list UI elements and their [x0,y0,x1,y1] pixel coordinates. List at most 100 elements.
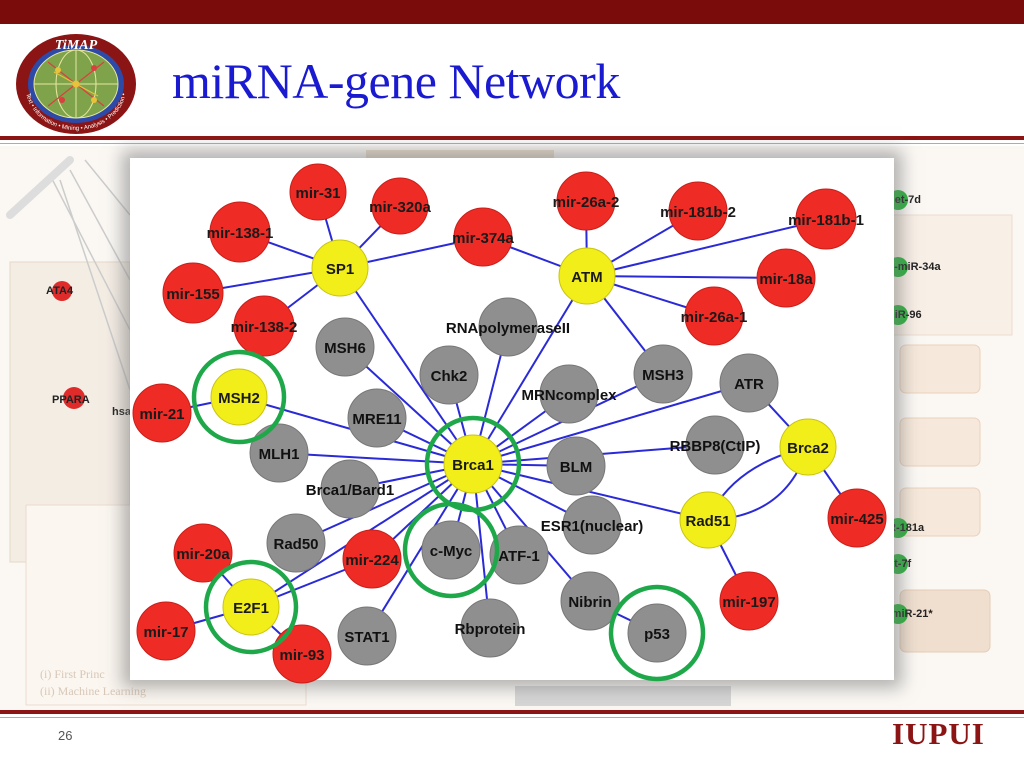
logo-name: TiMAP [55,38,98,53]
iupui-logo: IUPUI [892,716,985,751]
highlight-ring-msh2 [191,349,287,445]
node-circle [633,344,693,404]
node-mir-197: mir-197 [719,571,779,631]
node-label: ESR1(nuclear) [541,518,644,535]
node-circle [489,525,549,585]
node-circle [266,513,326,573]
network-edge [339,267,474,465]
node-nibrin: Nibrin [560,571,620,631]
bg-node-label: -let-7d [888,194,921,206]
node-brca2: Brca2 [779,418,837,476]
node-label: ATR [734,376,764,393]
network-edge [366,463,474,637]
title-divider-thin [0,143,1024,144]
node-mrncomplex: MRNcomplex [521,364,617,424]
node-circle [421,520,481,580]
node-circle [419,345,479,405]
node-mir-425: mir-425 [827,488,887,548]
network-edge [586,275,787,279]
node-label: mir-138-2 [231,319,298,336]
node-circle [827,488,887,548]
node-label: BLM [560,459,593,476]
node-circle [478,297,538,357]
node-label: ATF-1 [498,548,539,565]
node-atm: ATM [558,247,616,305]
node-label: MSH3 [642,367,684,384]
bg-node-label: hsa [112,406,131,418]
node-msh3: MSH3 [633,344,693,404]
node-circle [627,603,687,663]
node-mir-374a: mir-374a [452,207,515,267]
node-rad50: Rad50 [266,513,326,573]
node-label: mir-21 [139,406,184,423]
node-label: mir-425 [830,511,883,528]
node-chk2: Chk2 [419,345,479,405]
node-circle [289,163,347,221]
node-circle [210,368,268,426]
node-circle [558,247,616,305]
node-circle [347,388,407,448]
node-circle [684,286,744,346]
node-label: mir-26a-2 [553,194,620,211]
title-divider [0,136,1024,140]
node-blm: BLM [546,436,606,496]
node-circle [668,181,728,241]
node-rbprotein: Rbprotein [455,598,525,658]
node-circle [233,295,295,357]
node-mir-17: mir-17 [136,601,196,661]
node-label: mir-155 [166,286,219,303]
node-esr1: ESR1(nuclear) [541,495,644,555]
node-mir-18a: mir-18a [756,248,816,308]
node-circle [132,383,192,443]
node-circle [679,491,737,549]
bg-node-label: ATA4 [46,285,74,297]
node-e2f1: E2F1 [222,578,280,636]
node-brca1: Brca1 [443,434,503,494]
node-circle [556,171,616,231]
node-rnapolymeraseii: RNApolymeraseII [446,297,570,357]
node-circle [719,353,779,413]
node-mir-93: mir-93 [272,624,332,684]
node-circle [342,529,402,589]
node-mir-181b-2: mir-181b-2 [660,181,736,241]
node-circle [562,495,622,555]
node-label: RNApolymeraseII [446,320,570,337]
node-atf-1: ATF-1 [489,525,549,585]
node-label: mir-197 [722,594,775,611]
network-edge [472,275,588,465]
highlight-ring-e2f1 [203,559,299,655]
node-circle [162,262,224,324]
node-label: STAT1 [344,629,389,646]
node-circle [453,207,513,267]
node-label: mir-20a [176,546,230,563]
node-circle [371,177,429,235]
node-mir-138-2: mir-138-2 [231,295,298,357]
node-circle [795,188,857,250]
node-rad51: Rad51 [679,491,737,549]
node-label: Rad50 [273,536,318,553]
node-mir-20a: mir-20a [173,523,233,583]
node-label: mir-138-1 [207,225,274,242]
network-edge [278,452,474,465]
node-label: p53 [644,626,670,643]
node-c-myc: c-Myc [421,520,481,580]
highlight-ring-p53 [608,584,706,682]
node-label: Rad51 [685,513,730,530]
bg-faint-text: (ii) Machine Learning [40,684,146,698]
footer-divider-thin [0,717,1024,718]
node-p53: p53 [627,603,687,663]
bg-node-label: PPARA [52,394,90,406]
node-label: MSH2 [218,390,260,407]
node-label: mir-31 [295,185,340,202]
node-stat1: STAT1 [337,606,397,666]
node-label: MRE11 [352,411,401,428]
node-label: MLH1 [259,446,300,463]
node-circle [222,578,280,636]
node-mir-138-1: mir-138-1 [207,201,274,263]
bg-faint-text: (i) First Princ [40,667,105,681]
node-circle [719,571,779,631]
bg-node-label: a-miR-34a [888,261,941,273]
node-label: mir-181b-2 [660,204,736,221]
